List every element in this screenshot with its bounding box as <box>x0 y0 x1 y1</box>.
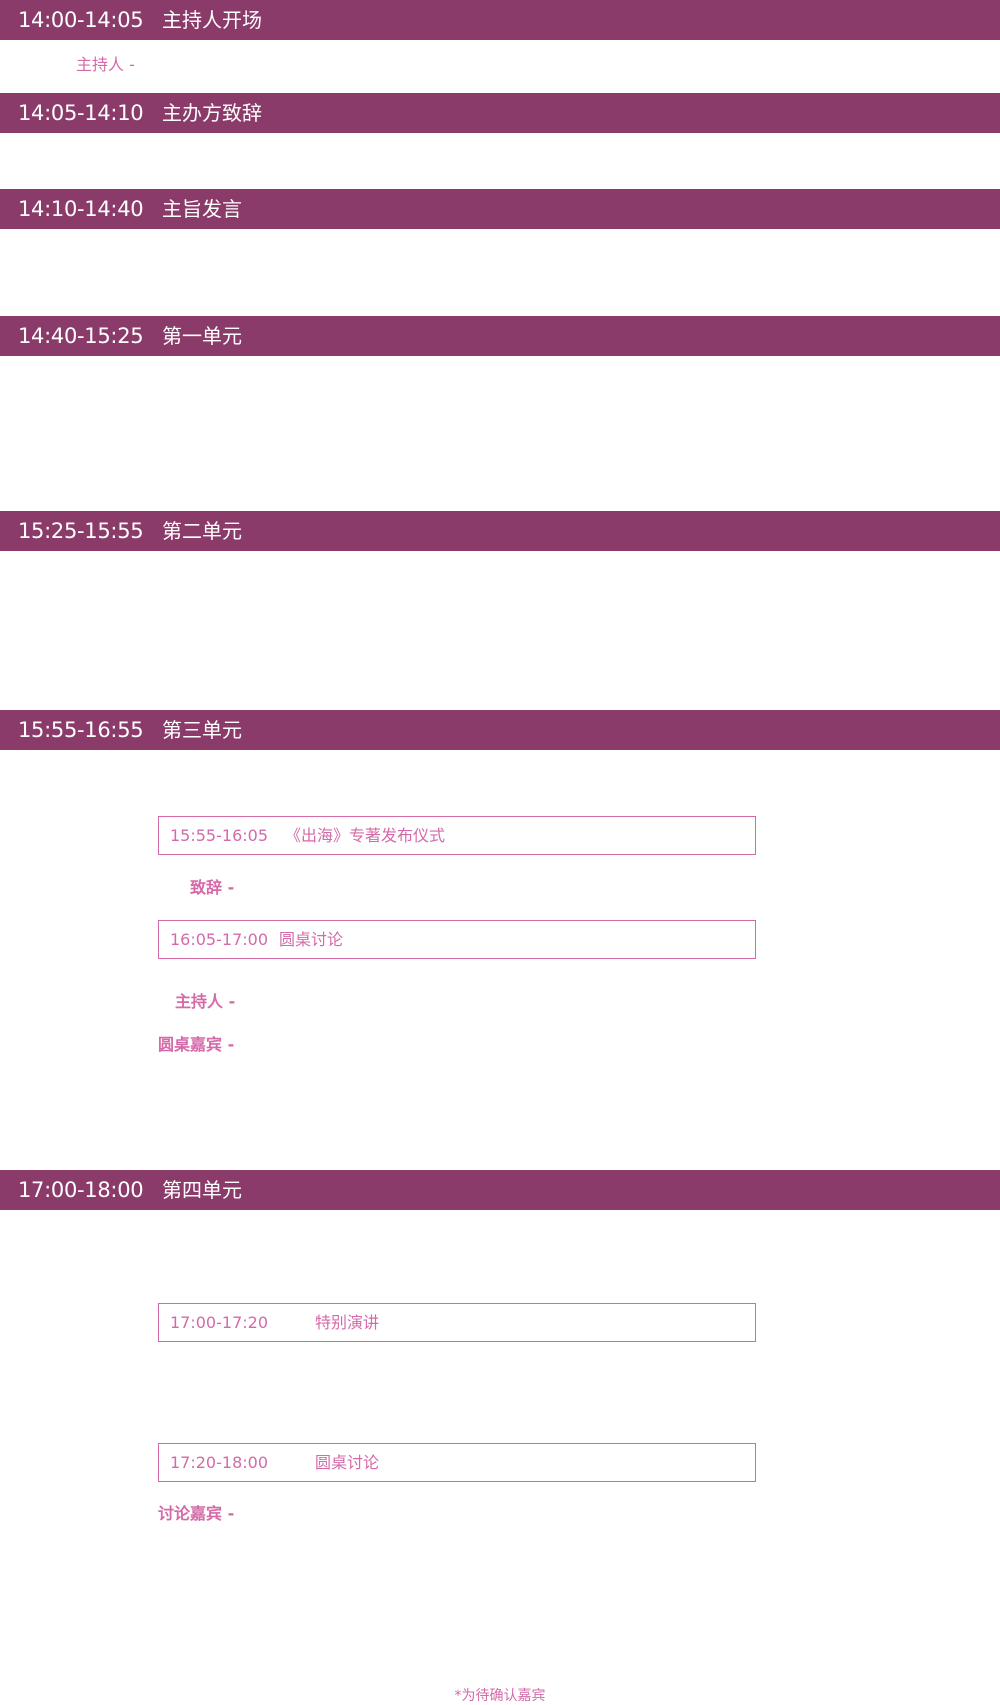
session-time: 14:40-15:25 <box>18 324 144 348</box>
session-title: 主办方致辞 <box>162 101 262 125</box>
session-bar-unit-1: 14:40-15:25 第一单元 <box>0 316 1000 356</box>
roundtable-host-label: 主持人 - <box>175 992 236 1011</box>
session-title: 主持人开场 <box>162 8 262 32</box>
session-time: 15:55-16:55 <box>18 718 144 742</box>
session-title: 第三单元 <box>162 718 242 742</box>
agenda-item-title: 特别演讲 <box>315 1313 380 1332</box>
agenda-item-title: 圆桌讨论 <box>279 930 344 949</box>
speech-label: 致辞 - <box>190 878 235 897</box>
agenda-item-roundtable: 16:05-17:00 圆桌讨论 <box>158 920 756 959</box>
session-bar-keynote: 14:10-14:40 主旨发言 <box>0 189 1000 229</box>
agenda-item-roundtable-2: 17:20-18:00 圆桌讨论 <box>158 1443 756 1482</box>
agenda-item-time: 17:00-17:20 <box>170 1313 268 1332</box>
discussion-guests-label: 讨论嘉宾 - <box>158 1504 235 1523</box>
opening-host-label: 主持人 - <box>76 55 135 74</box>
session-title: 第一单元 <box>162 324 242 348</box>
session-time: 15:25-15:55 <box>18 519 144 543</box>
session-bar-welcome: 14:05-14:10 主办方致辞 <box>0 93 1000 133</box>
session-bar-unit-3: 15:55-16:55 第三单元 <box>0 710 1000 750</box>
session-title: 主旨发言 <box>162 197 242 221</box>
session-time: 17:00-18:00 <box>18 1178 144 1202</box>
session-time: 14:05-14:10 <box>18 101 144 125</box>
agenda-item-time: 17:20-18:00 <box>170 1453 268 1472</box>
roundtable-guests-label: 圆桌嘉宾 - <box>158 1035 235 1054</box>
footnote: *为待确认嘉宾 <box>454 1688 546 1704</box>
agenda-item-title: 圆桌讨论 <box>315 1453 380 1472</box>
agenda-item-time: 15:55-16:05 <box>170 826 268 845</box>
agenda-item-special-speech: 17:00-17:20 特别演讲 <box>158 1303 756 1342</box>
session-title: 第四单元 <box>162 1178 242 1202</box>
agenda-item-book-launch: 15:55-16:05 《出海》专著发布仪式 <box>158 816 756 855</box>
session-title: 第二单元 <box>162 519 242 543</box>
session-bar-opening: 14:00-14:05 主持人开场 <box>0 0 1000 40</box>
agenda-item-time: 16:05-17:00 <box>170 930 268 949</box>
session-bar-unit-2: 15:25-15:55 第二单元 <box>0 511 1000 551</box>
session-time: 14:00-14:05 <box>18 8 144 32</box>
agenda-item-title: 《出海》专著发布仪式 <box>285 826 446 845</box>
session-bar-unit-4: 17:00-18:00 第四单元 <box>0 1170 1000 1210</box>
session-time: 14:10-14:40 <box>18 197 144 221</box>
